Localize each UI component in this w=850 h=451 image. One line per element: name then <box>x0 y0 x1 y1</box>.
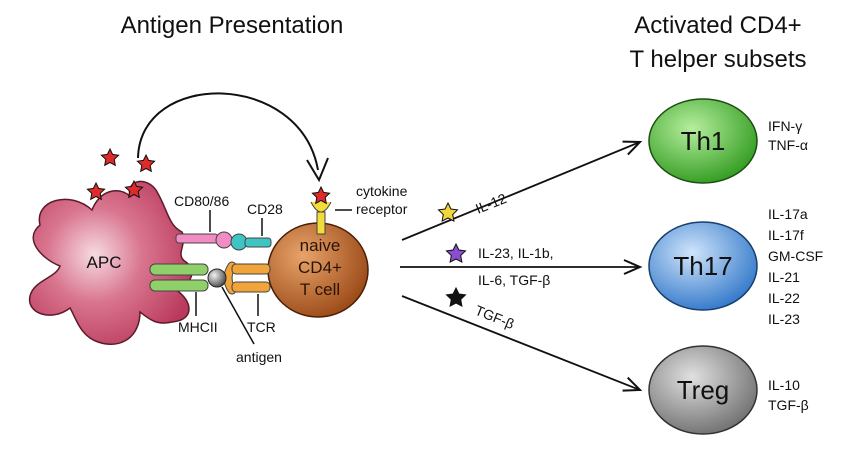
th1-cytokine: IFN-γ <box>768 118 802 134</box>
black-star-icon <box>445 286 467 308</box>
th17-cytokine: IL-21 <box>768 269 800 285</box>
red-star-icon <box>124 179 144 199</box>
cd80-86-molecule <box>175 233 219 244</box>
cytokine-transfer-arrowhead <box>306 157 329 183</box>
tcell-label-line1: naive <box>300 236 341 255</box>
red-star-icon <box>100 147 120 167</box>
cytokine-receptor-stem <box>316 211 326 235</box>
treg-cytokine: TGF-β <box>768 397 809 413</box>
th1-cytokine: TNF-α <box>768 137 808 153</box>
arrow-to-treg <box>401 295 643 392</box>
tcr-lower-chain <box>231 281 271 293</box>
antigen-bead <box>207 268 227 288</box>
antigen-label: antigen <box>236 349 282 365</box>
th17-cytokine: IL-23 <box>768 311 800 327</box>
apc-label: APC <box>87 253 122 272</box>
mhcii-lower-chain <box>149 279 209 292</box>
cytokine-receptor-cup <box>310 201 332 213</box>
heading-antigen-presentation: Antigen Presentation <box>121 12 344 39</box>
treg-cytokine: IL-10 <box>768 377 800 393</box>
th1-label: Th1 <box>681 126 726 156</box>
antigen-leader <box>221 286 255 345</box>
red-star-icon <box>86 181 106 201</box>
tcr-arm <box>224 262 236 294</box>
tcell-label-line3: T cell <box>300 280 340 299</box>
mhcii-upper-chain <box>149 263 209 276</box>
cd80-86-label: CD80/86 <box>174 193 229 209</box>
th17-cytokine: IL-17a <box>768 206 808 222</box>
treg-label: Treg <box>677 375 730 405</box>
cd28-label: CD28 <box>247 201 283 217</box>
heading-activated-cd4-line2: T helper subsets <box>630 46 807 73</box>
yellow-star-icon <box>437 201 459 223</box>
th17-cell <box>648 221 758 311</box>
th17-cytokine: GM-CSF <box>768 248 823 264</box>
heading-activated-cd4-line1: Activated CD4+ <box>634 12 801 39</box>
cd28-molecule <box>244 237 272 248</box>
treg-cell <box>648 345 758 435</box>
purple-star-icon <box>445 242 467 264</box>
th17-label: Th17 <box>673 251 732 281</box>
mhcii-label: MHCII <box>178 319 218 335</box>
tcell-label-line2: CD4+ <box>298 258 342 277</box>
cytokine-transfer-arrow <box>137 92 319 171</box>
red-star-icon <box>311 185 331 205</box>
th17-cytokine: IL-22 <box>768 290 800 306</box>
signal-label-il12: IL-12 <box>473 190 509 217</box>
tcr-label: TCR <box>247 319 276 335</box>
cytokine-receptor-label-line1: cytokine <box>356 183 408 199</box>
signal-label-th17-line2: IL-6, TGF-β <box>478 272 550 288</box>
th17-cytokine: IL-17f <box>768 227 804 243</box>
tcr-upper-chain <box>231 263 271 275</box>
cd80-86-head <box>215 231 233 249</box>
th1-cell <box>648 98 758 184</box>
signal-label-th17-line1: IL-23, IL-1b, <box>478 245 554 261</box>
red-star-icon <box>136 153 156 173</box>
cytokine-receptor-label-line2: receptor <box>356 201 408 217</box>
arrow-to-th1 <box>401 140 643 241</box>
